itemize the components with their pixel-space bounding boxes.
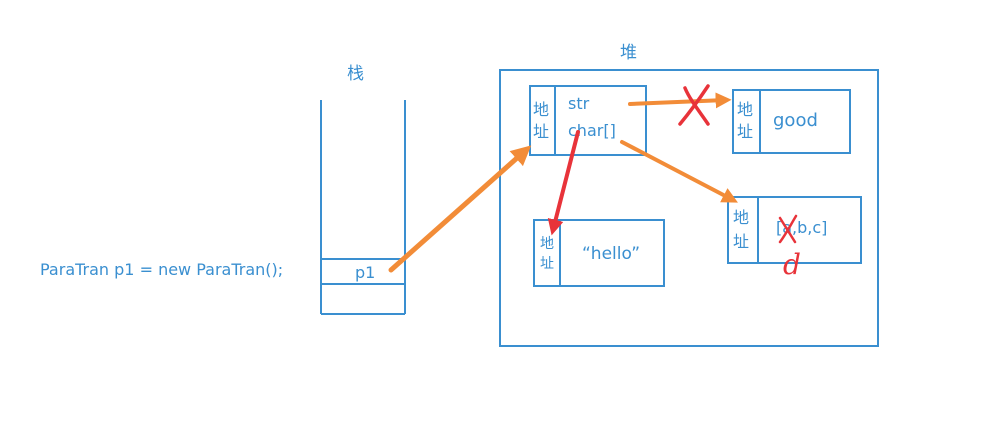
char-array-object-box (727, 196, 862, 264)
hello-object-box (533, 219, 665, 287)
good-object-box (732, 89, 851, 154)
paratran-object-divider (554, 85, 556, 156)
char-array-object-address: 地址 (733, 208, 750, 251)
good-object-divider (759, 89, 761, 154)
heap-region (499, 69, 879, 347)
hello-object-address: 地址 (540, 236, 554, 272)
stack-label: 栈 (347, 64, 364, 84)
good-object-address: 地址 (737, 100, 754, 141)
paratran-object-address: 地址 (533, 100, 550, 141)
field-str: str (568, 94, 590, 113)
arrow-p1-to-object (388, 145, 532, 273)
cross-mark-icon (678, 84, 710, 126)
field-char-array: char[] (568, 121, 616, 140)
arrow-str-to-good (628, 92, 732, 109)
code-statement: ParaTran p1 = new ParaTran(); (40, 260, 284, 279)
strike-mark-icon (778, 214, 798, 244)
paratran-object-box (529, 85, 647, 156)
hello-value: “hello” (582, 244, 641, 264)
arrow-str-to-hello (547, 130, 580, 236)
good-value: good (773, 110, 818, 131)
replacement-letter: d (783, 248, 801, 281)
heap-label: 堆 (620, 43, 637, 63)
stack-shape (320, 100, 406, 315)
hello-object-divider (559, 219, 561, 287)
char-array-object-divider (757, 196, 759, 264)
arrow-char-to-array (620, 140, 738, 203)
stack-variable-p1: p1 (355, 263, 375, 282)
